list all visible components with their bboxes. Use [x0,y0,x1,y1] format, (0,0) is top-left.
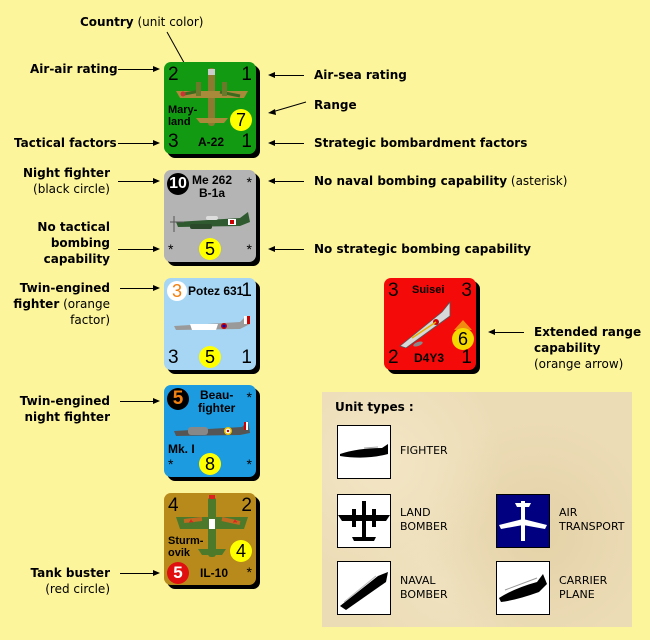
label-air-air-rating: Air-air rating [30,62,118,76]
unit-name: Potez 631 [188,284,244,298]
label-no-strategic: No strategic bombing capability [314,242,531,256]
arrow-extended-range [488,329,524,335]
counter-potez631[interactable]: 3 Potez 631 1 3 5 1 [164,278,256,370]
air-sea-rating: 1 [241,64,252,85]
air-sea-rating: 1 [241,280,252,301]
no-strategic-asterisk: * [246,456,252,472]
tactical-factor: 3 [168,131,179,152]
twin-fighter-circle: 3 [167,281,187,301]
jet-plane-icon [170,212,250,232]
unit-name: Beau-fighter [198,388,236,415]
label-strategic-factors: Strategic bombardment factors [314,136,528,150]
no-tactical-asterisk: * [168,241,174,257]
twin-engine-plane-icon [174,316,250,330]
arrow-strategic [268,140,304,146]
no-naval-asterisk: * [246,389,252,405]
counter-il10[interactable]: 4 2 Sturm-ovik 4 5 IL-10 * [164,493,256,585]
tactical-factor: 2 [388,347,399,368]
range-circle: 4 [230,540,252,562]
unit-name: Mary-land [168,104,198,128]
label-country: Country (unit color) [80,15,204,29]
twin-engine-night-plane-icon [174,421,250,436]
arrow-tactical [118,140,160,146]
tank-buster-circle: 5 [167,562,189,584]
arrow-air-sea [268,72,304,78]
air-air-rating: 3 [388,280,399,301]
arrow-night-fighter [118,178,160,184]
unit-model: IL-10 [200,566,229,580]
label-night-fighter: Night fighter(black circle) [22,166,110,196]
night-fighter-circle: 5 [167,388,189,410]
extended-range-arrow-icon [454,320,472,330]
air-sea-rating: 3 [461,280,472,301]
counter-maryland[interactable]: 2 1 Mary-land 7 3 A-22 1 [164,62,256,154]
air-transport-silhouette-icon [496,494,550,548]
label-air-sea-rating: Air-sea rating [314,68,407,82]
strategic-factor: 1 [461,347,472,368]
strategic-factor: 1 [241,131,252,152]
unit-name: Sturm-ovik [168,535,204,559]
no-naval-asterisk: * [246,174,252,190]
unit-model: Mk. I [168,442,195,456]
arrow-air-air [118,66,160,72]
air-air-rating: 4 [168,495,179,516]
strategic-factor: 1 [241,347,252,368]
arrow-no-naval [268,178,304,184]
arrow-twin-fighter [120,285,160,291]
air-sea-rating: 2 [241,495,252,516]
land-bomber-silhouette-icon [337,494,391,548]
bomber-plane-icon [176,68,248,126]
ground-attack-plane-icon [176,495,248,557]
range-circle: 7 [230,109,252,131]
air-air-rating: 2 [168,64,179,85]
unit-model: A-22 [198,135,225,149]
arrow-no-strategic [268,246,304,252]
no-tactical-asterisk: * [168,456,174,472]
fighter-silhouette-icon [337,425,391,479]
arrow-twin-night [120,398,160,404]
range-circle: 6 [452,328,474,350]
night-fighter-circle: 10 [167,173,189,195]
label-range: Range [314,98,357,112]
arrow-tank-buster [120,570,160,576]
naval-bomber-silhouette-icon [337,561,391,615]
range-circle: 5 [199,346,221,368]
fighter-label: FIGHTER [400,444,448,457]
label-no-naval: No naval bombing capability (asterisk) [314,174,568,188]
dive-bomber-plane-icon [399,300,451,348]
counter-suisei[interactable]: 3 Suisei 3 6 2 D4Y3 1 [384,278,476,370]
unit-types-title: Unit types : [335,400,414,414]
label-tactical-factors: Tactical factors [14,136,117,150]
tactical-factor: 3 [168,347,179,368]
range-arrow [268,101,307,115]
unit-name: Suisei [412,284,445,296]
range-circle: 8 [199,453,221,475]
label-tank-buster: Tank buster(red circle) [30,566,110,596]
counter-beaufighter[interactable]: 5 Beau-fighter * Mk. I * 8 * [164,385,256,477]
no-strategic-asterisk: * [246,241,252,257]
range-circle: 5 [199,238,221,260]
arrow-no-tactical [118,246,160,252]
no-strategic-asterisk: * [246,564,252,580]
unit-model: D4Y3 [414,351,445,365]
carrier-plane-silhouette-icon [496,561,550,615]
